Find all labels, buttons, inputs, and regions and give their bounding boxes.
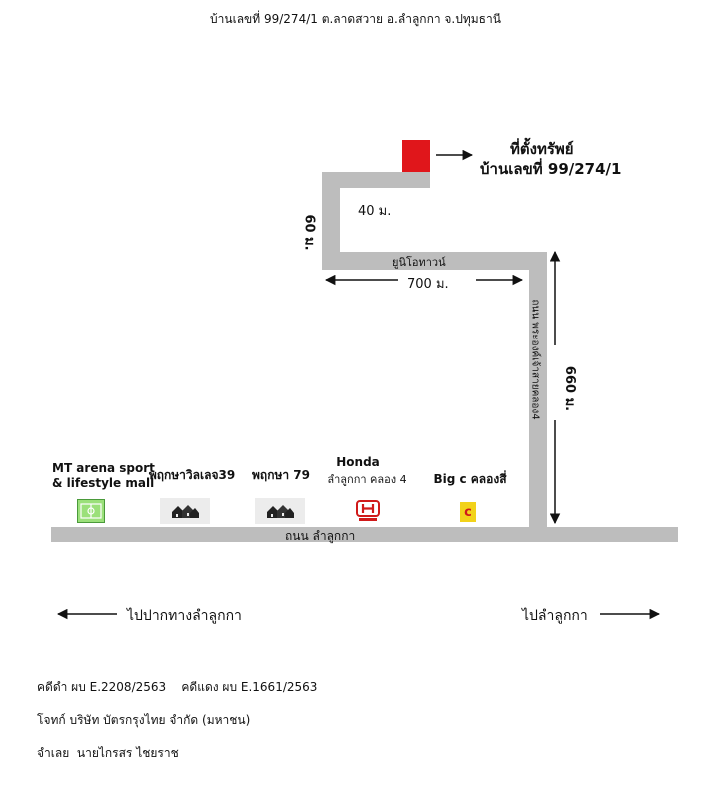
distance-40-label: 40 ม. [358, 204, 392, 219]
village-road-label: ยูนิโอทาวน์ [392, 256, 446, 269]
main-road-label: ถนน ลำลูกกา [285, 529, 356, 543]
property-marker [402, 140, 430, 172]
case-number-line: คดีดำ ผบ E.2208/2563 คดีแดง ผบ E.1661/25… [37, 680, 318, 694]
honda-logo-icon [354, 499, 382, 523]
landmark-mt-arena-line1: MT arena sport [52, 461, 155, 475]
direction-right-label: ไปลำลูกกา [522, 608, 588, 624]
houses-icon [255, 498, 305, 524]
direction-left-label: ไปปากทางลำลูกกา [127, 608, 242, 624]
landmark-big-c: Big c คลองสี่ [433, 472, 507, 486]
side-road-label: ถนน พระองค์เจ้าสายคลอง4 [529, 299, 541, 420]
address-header: บ้านเลขที่ 99/274/1 ต.ลาดสวาย อ.ลำลูกกา … [210, 12, 501, 26]
big-c-logo-icon: c [460, 502, 476, 522]
distance-660-label: 660 ม. [562, 365, 578, 412]
soccer-field-icon [77, 499, 105, 523]
side-road [529, 252, 547, 542]
landmark-pruksa-village-39: พฤกษาวิลเลจ39 [148, 468, 236, 482]
landmark-pruksa-79: พฤกษา 79 [252, 468, 310, 482]
defendant-line: จำเลย นายไกรสร ไชยราช [37, 746, 179, 760]
landmark-mt-arena-line2: & lifestyle mall [52, 476, 155, 490]
distance-60-label: 60 ม. [301, 214, 317, 251]
houses-icon [160, 498, 210, 524]
village-road-vertical [322, 172, 340, 270]
plaintiff-line: โจทก์ บริษัท บัตรกรุงไทย จำกัด (มหาชน) [37, 713, 251, 727]
distance-700-label: 700 ม. [407, 277, 449, 292]
main-road [51, 527, 678, 542]
village-road-top-stub [322, 172, 430, 188]
property-title: ที่ตั้งทรัพย์ [510, 140, 574, 158]
landmark-honda-line2: ลำลูกกา คลอง 4 [327, 473, 407, 486]
property-house-no: บ้านเลขที่ 99/274/1 [480, 160, 622, 178]
village-road-horizontal [322, 252, 547, 270]
landmark-honda-line1: Honda [336, 455, 380, 469]
